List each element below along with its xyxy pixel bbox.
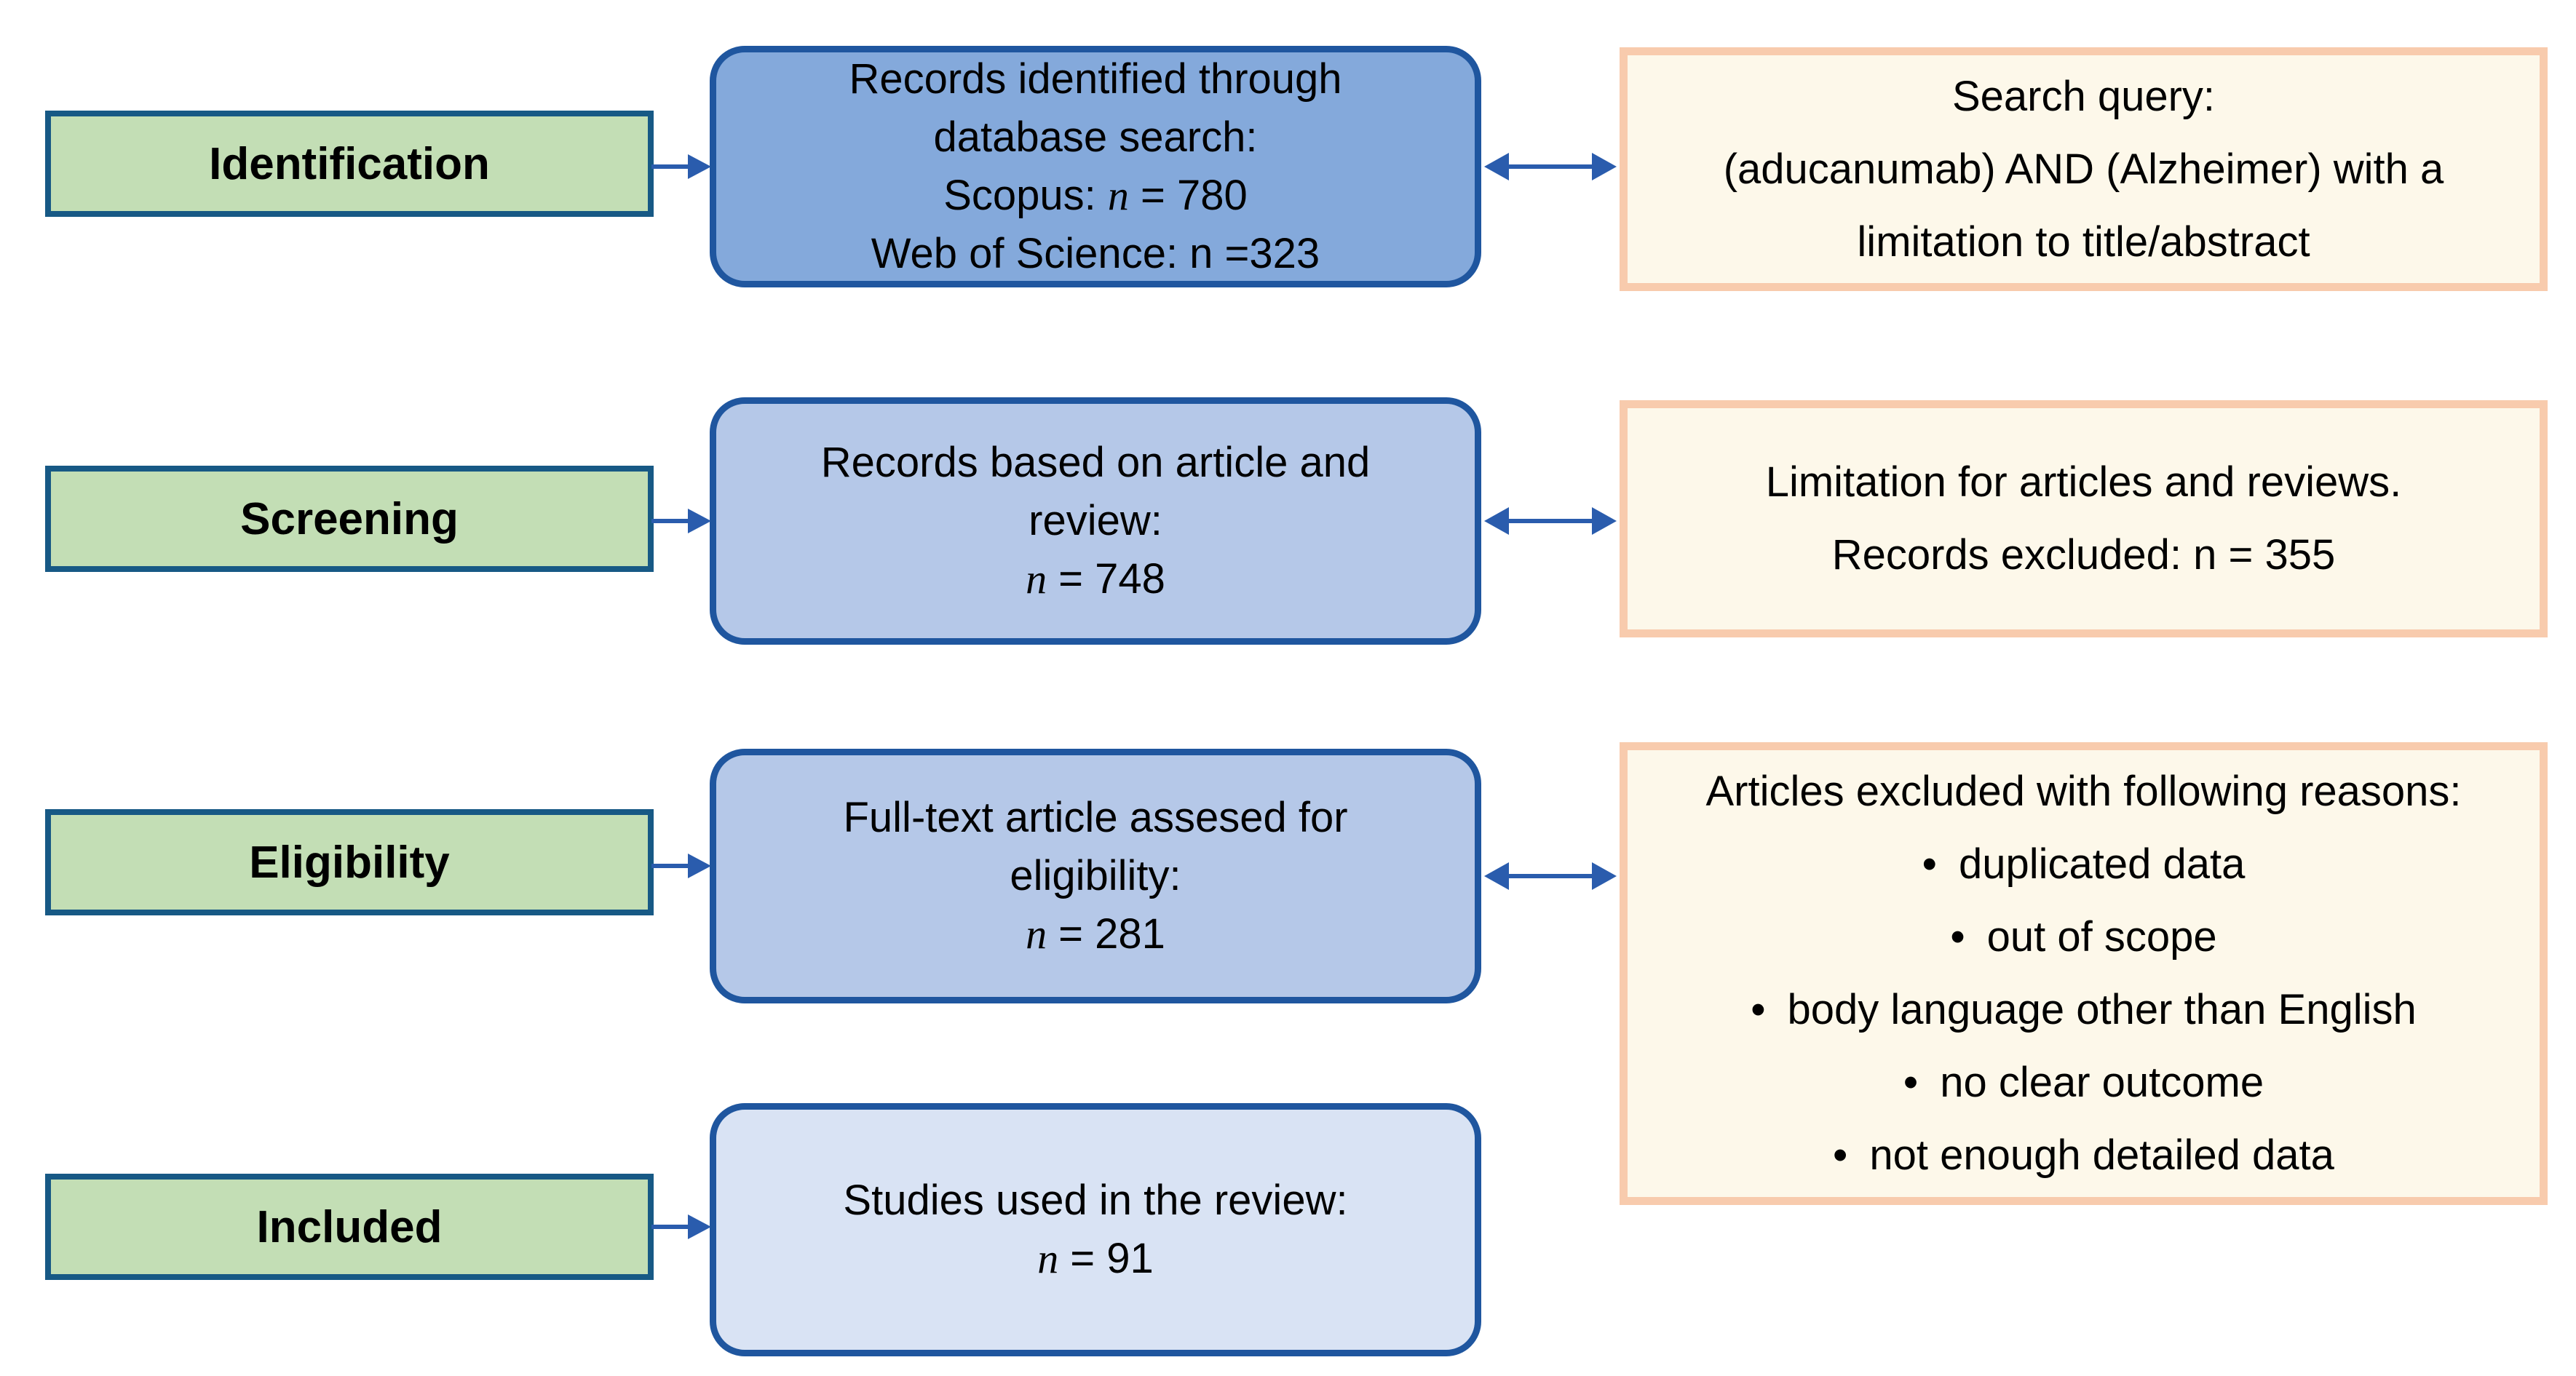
stage-box-included: Included (45, 1174, 654, 1280)
note-text: no clear outcome (1940, 1059, 2264, 1106)
process-text: Studies used in the review: (843, 1177, 1348, 1224)
note-text: Articles excluded with following reasons… (1705, 768, 2462, 815)
double-arrow-icon (1484, 153, 1617, 180)
process-text: database search: (933, 114, 1258, 161)
note-text: Limitation for articles and reviews. (1765, 458, 2402, 506)
arrow-right-icon (651, 154, 711, 179)
process-text-line: n = 281 (1026, 905, 1165, 963)
note-bullet-line: • duplicated data (1922, 828, 2246, 901)
bullet-icon: • (1950, 913, 1965, 961)
process-text-line: Scopus: n = 780 (943, 167, 1248, 225)
process-text: = 281 (1047, 910, 1165, 958)
process-text: Full-text article assesed for (843, 794, 1348, 841)
note-box-screening-exclusions: Limitation for articles and reviews. Rec… (1620, 400, 2548, 637)
double-arrow-icon (1484, 862, 1617, 890)
note-text-line: Limitation for articles and reviews. (1766, 446, 2402, 519)
process-text-line: database search: (934, 108, 1258, 167)
note-text: limitation to title/abstract (1857, 218, 2310, 266)
process-text-line: Studies used in the review: (843, 1172, 1347, 1230)
note-text: duplicated data (1958, 840, 2246, 888)
arrow-right-icon (651, 854, 711, 878)
note-box-search-query: Search query: (aducanumab) AND (Alzheime… (1620, 47, 2548, 291)
note-text: body language other than English (1787, 986, 2417, 1033)
bullet-icon: • (1833, 1132, 1848, 1179)
process-box-records-screened: Records based on article and review: n =… (710, 397, 1481, 645)
n-count: n (1026, 910, 1047, 958)
note-box-eligibility-exclusions: Articles excluded with following reasons… (1620, 742, 2548, 1205)
note-text-line: (aducanumab) AND (Alzheimer) with a (1724, 133, 2444, 206)
process-text: = 780 (1128, 172, 1248, 219)
note-text-line: Search query: (1952, 60, 2215, 133)
note-text-line: Articles excluded with following reasons… (1705, 755, 2461, 828)
stage-box-identification: Identification (45, 111, 654, 217)
note-text: (aducanumab) AND (Alzheimer) with a (1723, 145, 2444, 193)
process-text-line: Web of Science: n =323 (871, 225, 1320, 283)
arrow-right-icon (651, 1214, 711, 1239)
note-text: out of scope (1986, 913, 2217, 961)
stage-box-screening: Screening (45, 466, 654, 572)
bullet-icon: • (1751, 986, 1766, 1033)
bullet-icon: • (1903, 1059, 1919, 1106)
note-text: not enough detailed data (1869, 1132, 2334, 1179)
process-text-line: Records based on article and (821, 434, 1370, 492)
note-text: Search query: (1951, 72, 2216, 120)
stage-box-eligibility: Eligibility (45, 809, 654, 915)
note-bullet-line: • not enough detailed data (1833, 1119, 2334, 1192)
note-bullet-line: • no clear outcome (1903, 1046, 2264, 1119)
process-text-line: n = 91 (1037, 1230, 1154, 1288)
process-text: Scopus: (943, 172, 1108, 219)
note-bullet-line: • body language other than English (1751, 974, 2417, 1046)
process-text-line: review: (1029, 492, 1162, 550)
stage-label-included: Included (256, 1201, 443, 1252)
double-arrow-icon (1484, 507, 1617, 535)
process-text: review: (1029, 497, 1162, 544)
bullet-icon: • (1922, 840, 1937, 888)
note-text-line: Records excluded: n = 355 (1832, 519, 2336, 592)
arrow-right-icon (651, 509, 711, 533)
process-text-line: Full-text article assesed for (843, 789, 1347, 847)
note-bullet-line: • out of scope (1950, 901, 2216, 974)
n-count: n (1037, 1235, 1059, 1282)
n-count: n (1026, 555, 1047, 603)
process-text-line: n = 748 (1026, 550, 1165, 608)
process-box-fulltext-assessed: Full-text article assesed for eligibilit… (710, 749, 1481, 1003)
stage-label-screening: Screening (240, 493, 459, 544)
process-box-records-identified: Records identified through database sear… (710, 46, 1481, 287)
note-text: Records excluded: n = 355 (1831, 531, 2336, 578)
process-text: Records identified through (849, 55, 1342, 103)
process-text: Records based on article and (820, 439, 1371, 486)
process-text: eligibility: (1010, 852, 1181, 899)
note-text-line: limitation to title/abstract (1857, 206, 2310, 279)
process-text: = 91 (1058, 1235, 1154, 1282)
stage-label-identification: Identification (209, 138, 490, 189)
process-text: = 748 (1047, 555, 1165, 603)
stage-label-eligibility: Eligibility (249, 837, 450, 888)
process-box-studies-included: Studies used in the review: n = 91 (710, 1103, 1481, 1356)
n-count: n (1107, 172, 1129, 219)
process-text: Web of Science: n =323 (871, 230, 1320, 277)
process-text-line: Records identified through (849, 50, 1341, 108)
process-text-line: eligibility: (1010, 847, 1181, 905)
